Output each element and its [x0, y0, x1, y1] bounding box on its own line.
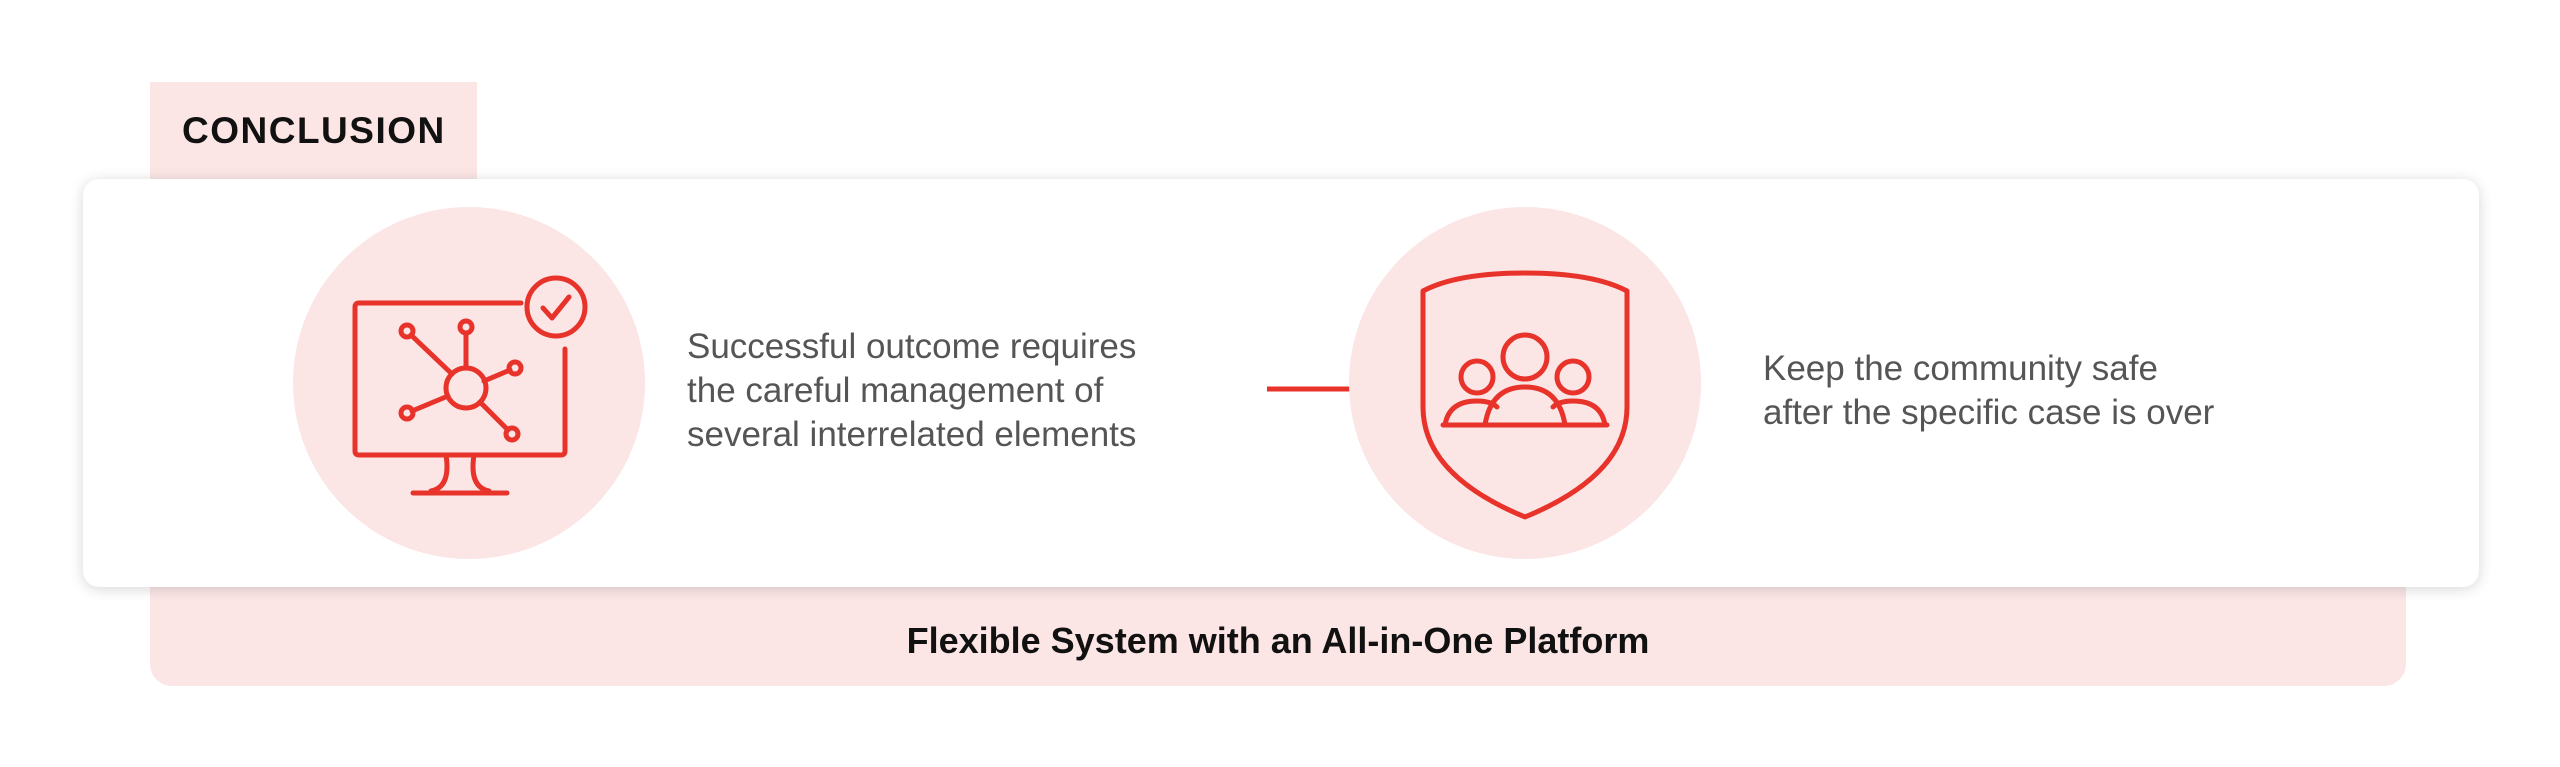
- content-card: Successful outcome requires the careful …: [83, 179, 2479, 587]
- network-monitor-check-icon: [352, 275, 588, 496]
- step-1-line-2: the careful management of: [687, 371, 1104, 410]
- step-2-line-1: Keep the community safe: [1763, 349, 2158, 388]
- section-tag: CONCLUSION: [150, 82, 477, 182]
- community-shield-icon: [1420, 270, 1630, 520]
- step-1-icon-circle: [293, 207, 645, 559]
- footer-title: Flexible System with an All-in-One Platf…: [906, 620, 1650, 661]
- step-1-description: Successful outcome requires the careful …: [687, 325, 1136, 457]
- section-tag-label: CONCLUSION: [182, 110, 446, 151]
- step-2-icon-circle: [1349, 207, 1701, 559]
- step-2-line-2: after the specific case is over: [1763, 393, 2215, 432]
- step-1-line-3: several interrelated elements: [687, 415, 1137, 454]
- step-2-description: Keep the community safe after the specif…: [1763, 347, 2214, 435]
- step-1-line-1: Successful outcome requires: [687, 327, 1137, 366]
